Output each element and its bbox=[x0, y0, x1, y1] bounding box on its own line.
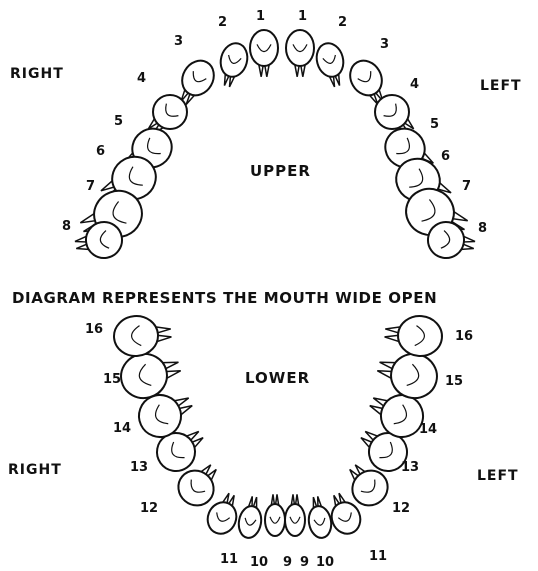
upper-left-tooth-2 bbox=[313, 40, 350, 89]
lower-left-tooth-number: 15 bbox=[445, 374, 463, 389]
upper-right-tooth-2 bbox=[214, 40, 251, 89]
upper-right-tooth-number: 7 bbox=[86, 179, 95, 194]
lower-right-tooth-10 bbox=[236, 495, 265, 540]
upper-left-tooth-number: 2 bbox=[338, 15, 347, 30]
lower-left-tooth-10 bbox=[305, 495, 334, 540]
upper-right-tooth-1 bbox=[250, 30, 278, 77]
diagram-note: DIAGRAM REPRESENTS THE MOUTH WIDE OPEN bbox=[12, 289, 437, 307]
label-left-lower: LEFT bbox=[477, 468, 519, 484]
lower-left-tooth-number: 10 bbox=[316, 555, 334, 570]
upper-left-tooth-number: 8 bbox=[478, 221, 487, 236]
lower-left-tooth-number: 11 bbox=[369, 549, 387, 564]
lower-left-tooth-number: 13 bbox=[401, 460, 419, 475]
label-left-upper: LEFT bbox=[480, 78, 522, 94]
lower-right-tooth-number: 10 bbox=[250, 555, 268, 570]
label-right-upper: RIGHT bbox=[10, 66, 64, 82]
lower-right-tooth-number: 13 bbox=[130, 460, 148, 475]
lower-right-tooth-number: 12 bbox=[140, 501, 158, 516]
lower-left-tooth-9 bbox=[285, 494, 305, 536]
lower-right-tooth-number: 15 bbox=[103, 372, 121, 387]
lower-right-tooth-number: 11 bbox=[220, 552, 238, 567]
lower-left-tooth-number: 14 bbox=[419, 422, 437, 437]
upper-left-tooth-1 bbox=[286, 30, 314, 77]
upper-left-tooth-number: 7 bbox=[462, 179, 471, 194]
upper-left-tooth-number: 4 bbox=[410, 77, 419, 92]
label-upper-jaw: UPPER bbox=[250, 162, 311, 180]
upper-right-tooth-number: 1 bbox=[256, 9, 265, 24]
upper-right-tooth-number: 6 bbox=[96, 144, 105, 159]
lower-right-tooth-number: 14 bbox=[113, 421, 131, 436]
lower-right-tooth-16 bbox=[112, 313, 172, 358]
lower-left-tooth-number: 12 bbox=[392, 501, 410, 516]
upper-right-tooth-number: 5 bbox=[114, 114, 123, 129]
upper-left-tooth-number: 6 bbox=[441, 149, 450, 164]
lower-right-tooth-number: 9 bbox=[283, 555, 292, 570]
upper-right-tooth-number: 3 bbox=[174, 34, 183, 49]
upper-left-tooth-number: 1 bbox=[298, 9, 307, 24]
upper-left-tooth-number: 3 bbox=[380, 37, 389, 52]
lower-right-tooth-number: 16 bbox=[85, 322, 103, 337]
label-lower-jaw: LOWER bbox=[245, 369, 310, 387]
lower-left-tooth-number: 16 bbox=[455, 329, 473, 344]
lower-left-tooth-16 bbox=[383, 313, 443, 358]
lower-right-tooth-9 bbox=[265, 494, 285, 536]
lower-left-tooth-number: 9 bbox=[300, 555, 309, 570]
label-right-lower: RIGHT bbox=[8, 462, 62, 478]
upper-right-tooth-number: 4 bbox=[137, 71, 146, 86]
upper-left-tooth-number: 5 bbox=[430, 117, 439, 132]
upper-right-tooth-number: 2 bbox=[218, 15, 227, 30]
upper-right-tooth-number: 8 bbox=[62, 219, 71, 234]
